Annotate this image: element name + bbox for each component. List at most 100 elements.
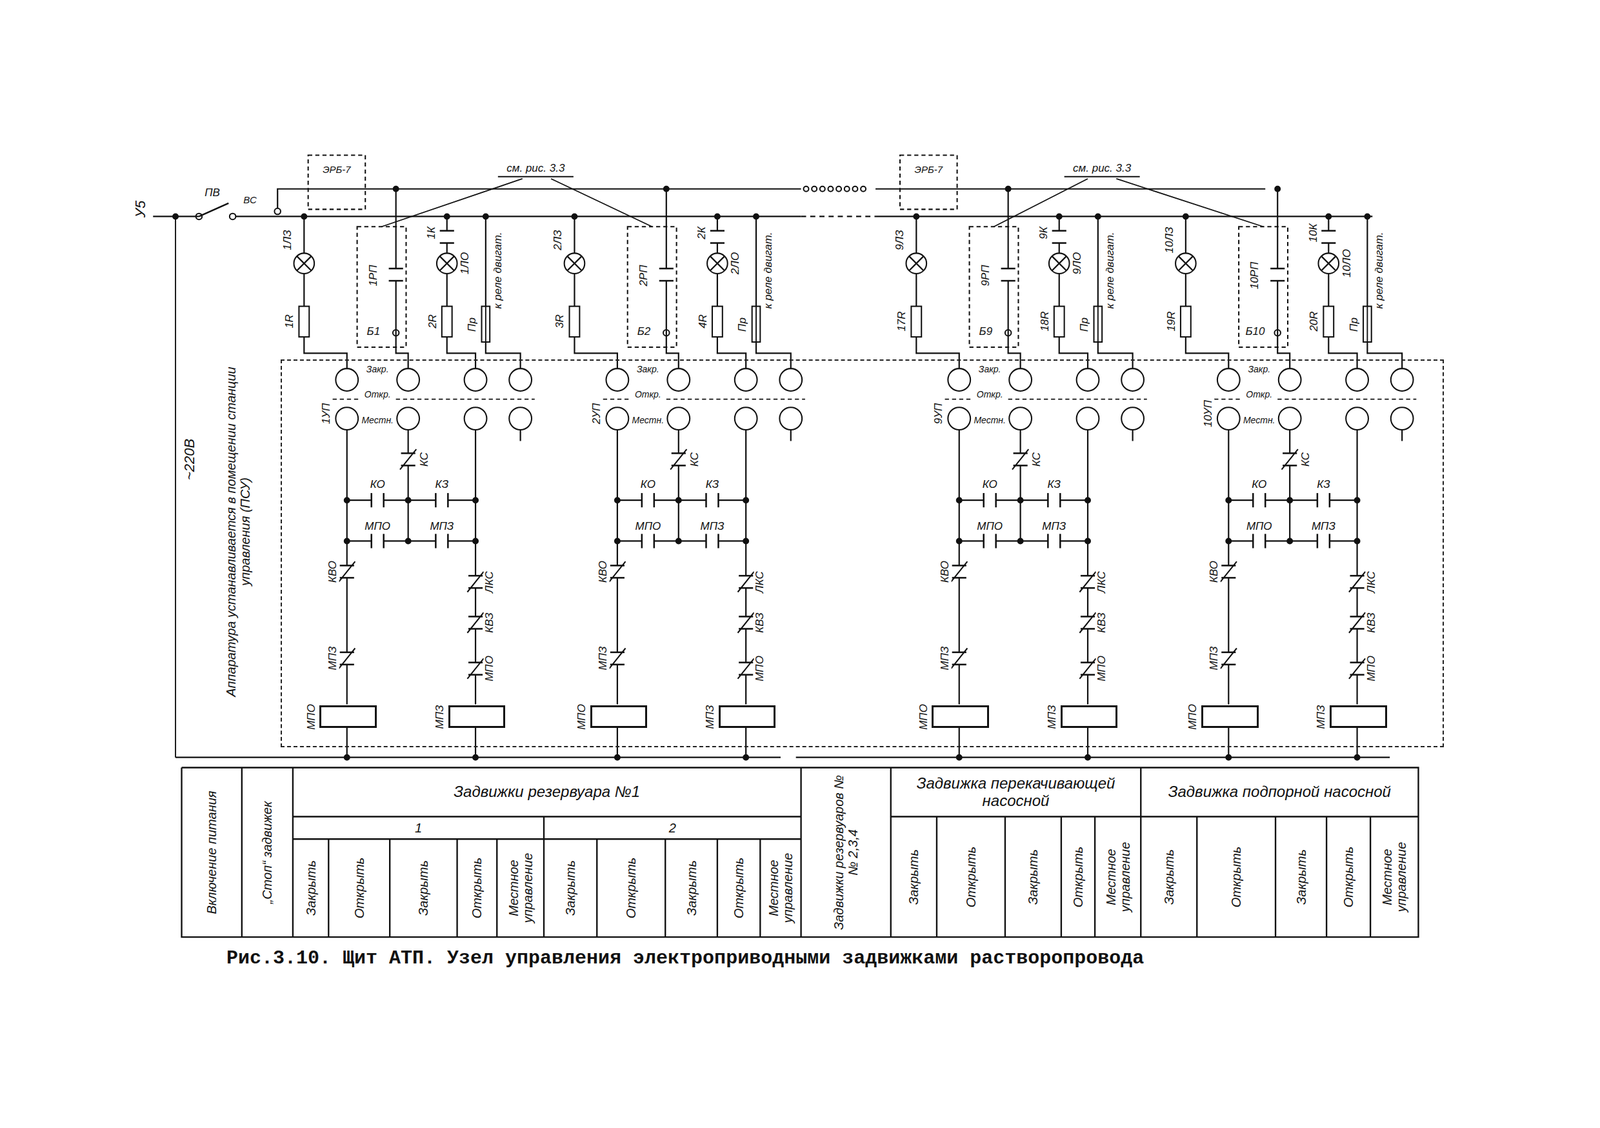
contact-label: КВЗ <box>754 611 767 633</box>
relay-coil: МПЗ <box>1060 705 1119 728</box>
wire <box>573 273 575 307</box>
terminal-label: ВС <box>242 194 258 206</box>
wire <box>1227 664 1230 705</box>
contact-label: МПЗ <box>700 520 726 533</box>
coil-label: МПО <box>575 703 588 731</box>
fuse-symbol <box>1363 306 1372 342</box>
wire <box>1329 540 1358 542</box>
wire <box>1328 336 1357 369</box>
table-cell: Открыть <box>1341 818 1356 935</box>
wire <box>1356 429 1358 576</box>
wire <box>1367 341 1402 369</box>
relay-label: 2РП <box>638 263 651 287</box>
table-line <box>664 838 666 937</box>
button-label: Закр. <box>1247 364 1271 375</box>
button-symbol <box>1009 407 1032 430</box>
contact-symbol <box>370 533 373 548</box>
button-symbol <box>1390 407 1414 430</box>
panel-divider <box>1008 398 1148 400</box>
contact-label: МПЗ <box>429 520 455 533</box>
lamp-label: 9ЛЗ <box>894 229 907 251</box>
resistor-label: 3R <box>554 313 567 330</box>
voltage-label: ~220В <box>181 438 198 481</box>
wire <box>447 336 476 369</box>
contact-symbol <box>705 533 708 548</box>
coil-label: МПЗ <box>434 703 447 730</box>
resistor-symbol <box>569 306 580 337</box>
wire <box>1327 273 1330 307</box>
contact-label: КВО <box>938 560 951 584</box>
resistor-label: 18R <box>1038 310 1051 333</box>
reference-note: см. рис. 3.3 <box>505 162 566 175</box>
continuation-dot <box>844 186 850 192</box>
contact-label: 1К <box>425 225 439 240</box>
wire <box>1185 216 1187 253</box>
table-line <box>716 838 719 937</box>
contact-symbol <box>1047 533 1050 548</box>
contact-symbol <box>710 229 725 232</box>
table-line <box>1004 816 1006 937</box>
wire <box>1087 726 1089 757</box>
button-label: Местн. <box>360 415 395 426</box>
table-line <box>1140 767 1142 938</box>
panel-divider <box>1277 398 1417 400</box>
contact-label: КС <box>1300 451 1313 468</box>
wire <box>407 429 410 453</box>
wire <box>447 540 476 542</box>
lamp-cross <box>440 256 455 271</box>
table-line <box>327 838 330 937</box>
switch-label: ПВ <box>203 187 221 200</box>
button-label: Закр. <box>365 364 390 375</box>
terminal-label: Б9 <box>978 325 994 339</box>
wire <box>801 215 876 217</box>
wire <box>485 341 521 369</box>
wire <box>959 499 984 501</box>
wire <box>718 540 746 542</box>
voltage-line <box>174 216 177 757</box>
table-cell: Местное управление <box>1103 818 1133 935</box>
table-cell: Закрыть <box>563 841 578 935</box>
contact-label: КО <box>640 478 657 491</box>
wire <box>1289 429 1291 453</box>
lamp-cross <box>1052 256 1067 271</box>
wire <box>1087 628 1089 662</box>
wire <box>665 189 668 269</box>
contact-label: ЛКС <box>483 570 497 594</box>
relay-coil: МПО <box>1201 705 1259 728</box>
wire <box>996 540 1049 542</box>
contact-label: МПО <box>483 654 497 682</box>
panel-divider <box>396 398 535 400</box>
table-cell: Закрыть <box>416 841 431 935</box>
wire <box>666 280 679 369</box>
contact-label: КЗ <box>1047 478 1062 491</box>
fuse-line <box>1366 306 1368 342</box>
wire <box>1327 216 1330 231</box>
wire <box>1059 336 1088 369</box>
wire <box>303 336 347 369</box>
wire <box>1277 280 1290 369</box>
wire <box>574 336 617 369</box>
wire <box>277 189 801 209</box>
wire <box>474 674 477 705</box>
wire <box>446 243 448 254</box>
lamp-symbol <box>905 252 927 274</box>
panel-divider <box>603 398 630 400</box>
wire <box>1401 429 1403 441</box>
button-symbol <box>396 407 420 430</box>
wire <box>520 429 522 441</box>
contact-label: КО <box>1250 478 1268 491</box>
lamp-symbol <box>436 252 458 274</box>
table-line <box>292 815 802 817</box>
wire <box>745 628 747 662</box>
wire <box>616 726 619 757</box>
wire <box>1020 429 1022 453</box>
wire <box>745 587 747 617</box>
table-line <box>759 838 761 937</box>
contact-symbol <box>982 492 985 508</box>
contact-symbol <box>434 533 437 548</box>
fuse-label: Пр <box>1078 316 1091 333</box>
wire <box>617 540 642 542</box>
panel-label: 1УП <box>320 401 333 425</box>
continuation-dot <box>827 186 833 192</box>
button-symbol <box>947 407 971 430</box>
